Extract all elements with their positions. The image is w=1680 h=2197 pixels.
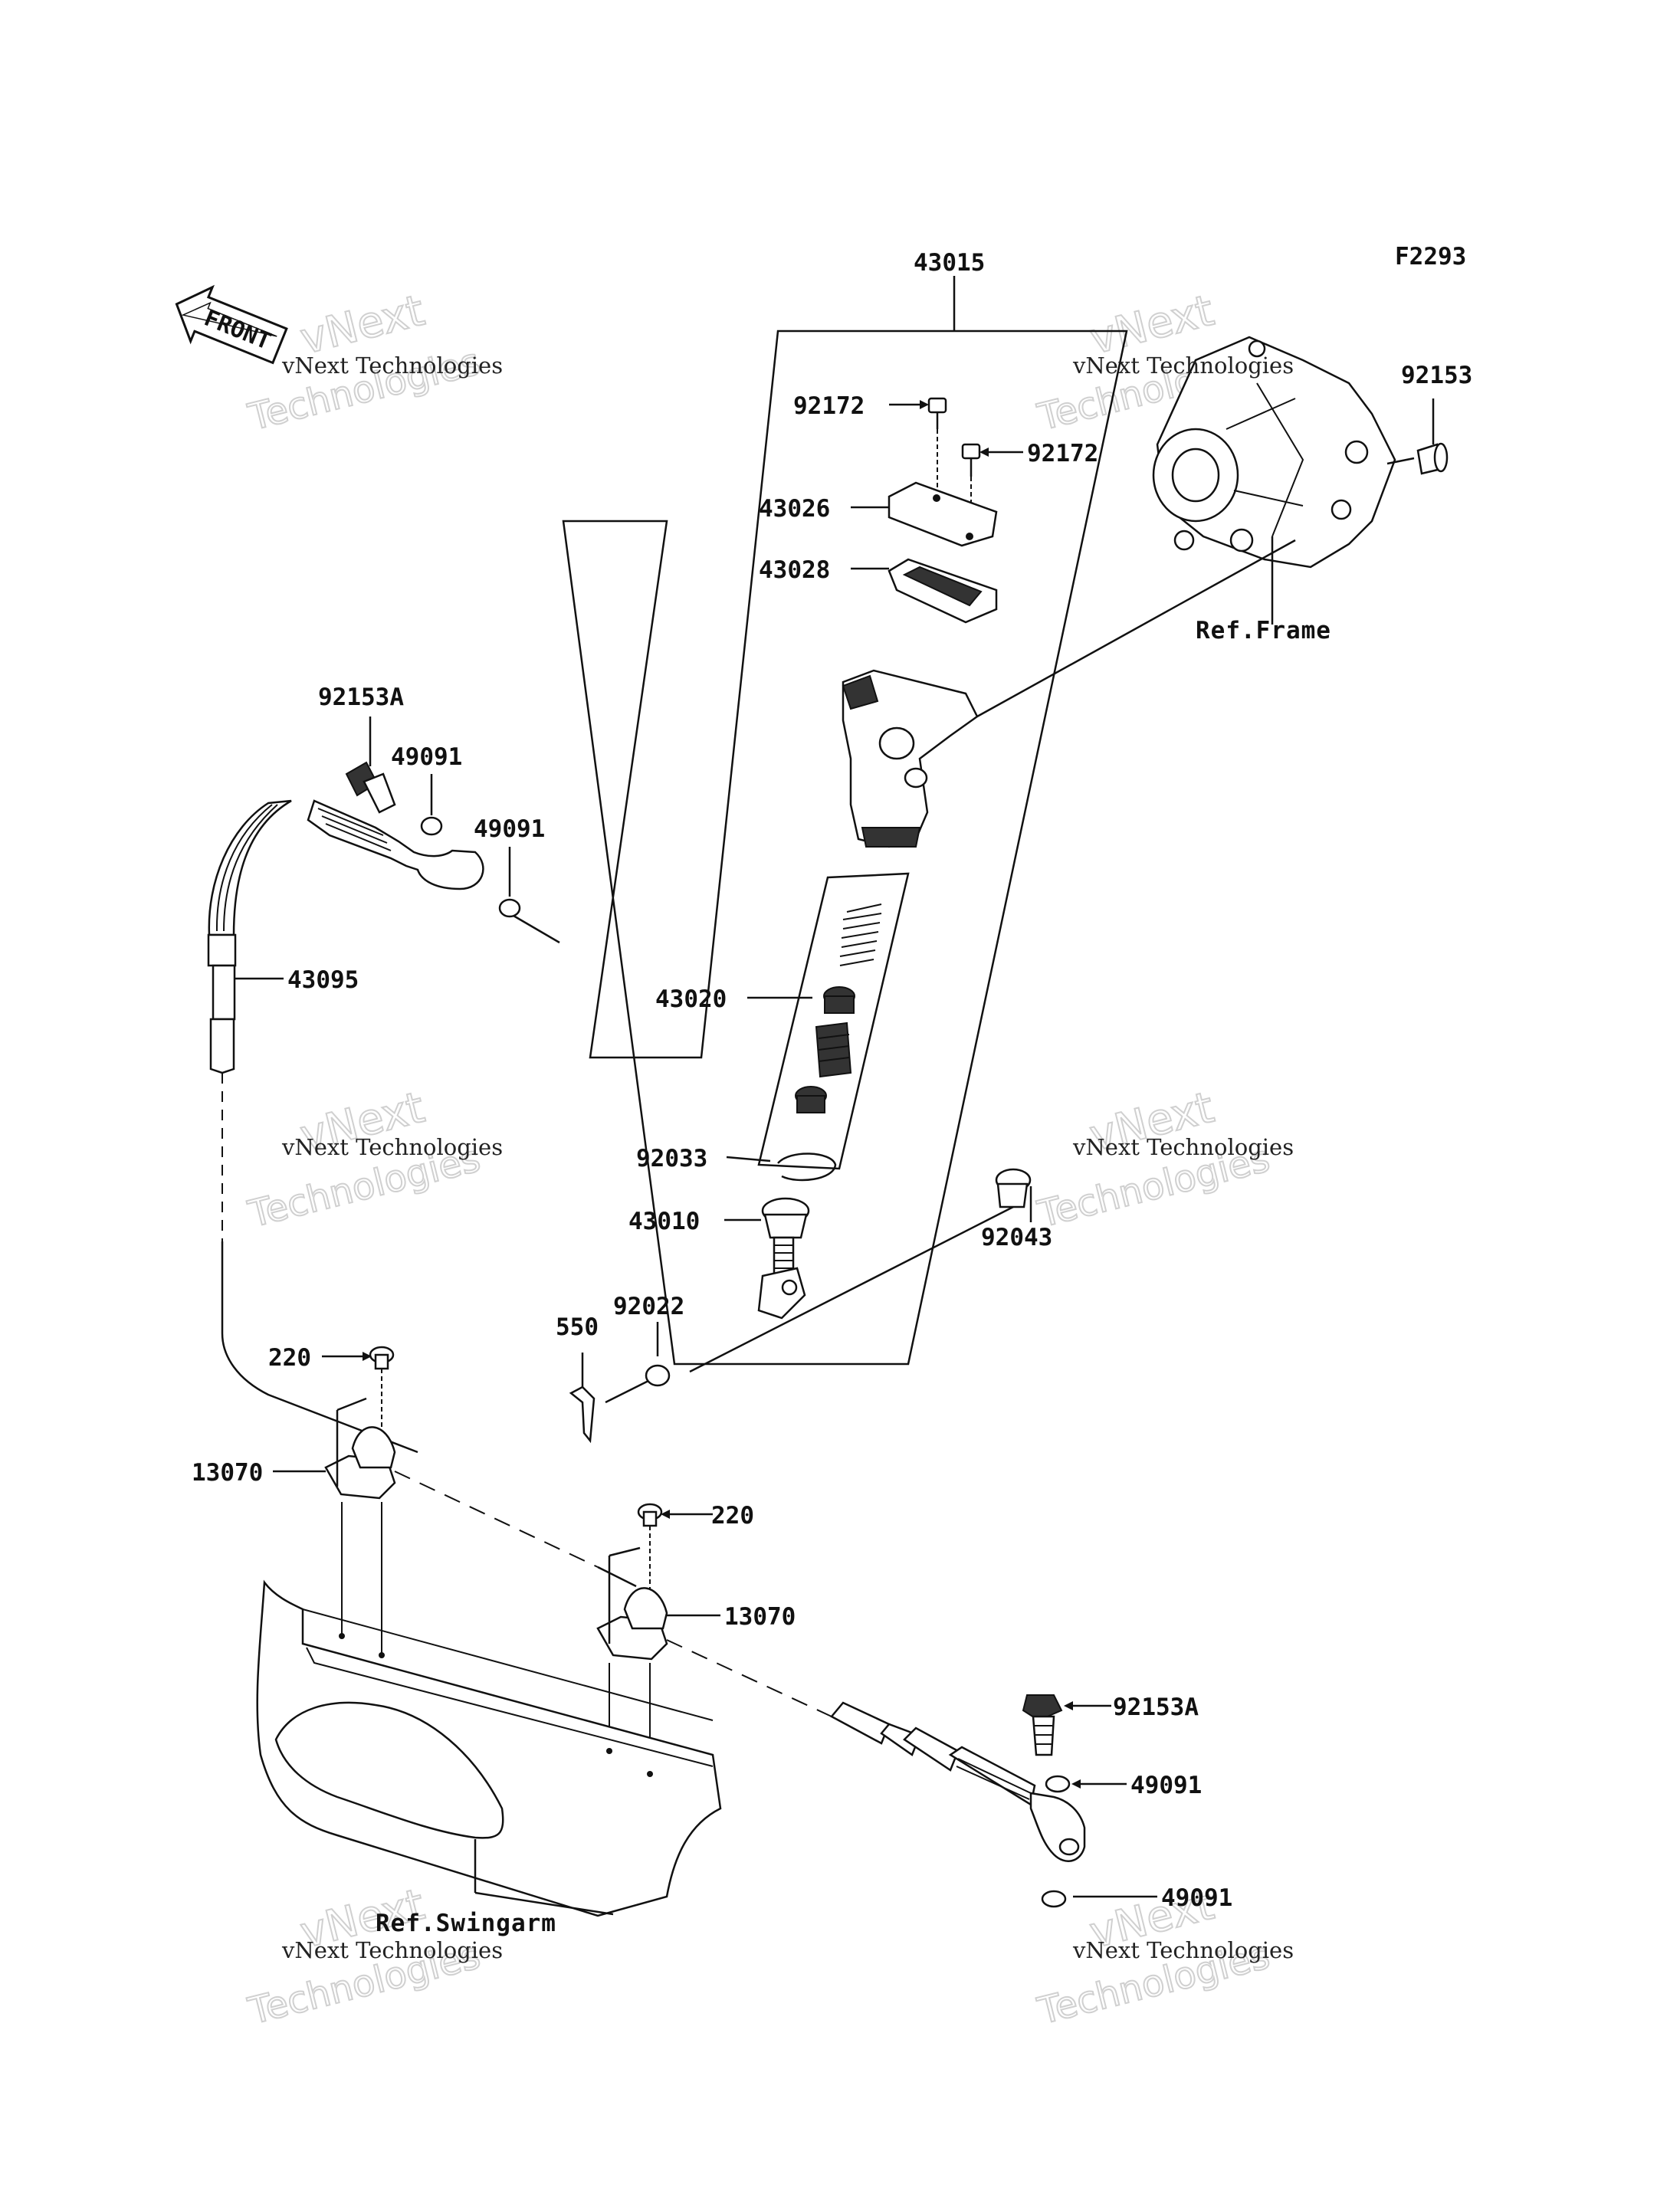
- label-49091-c: 49091: [1130, 1772, 1202, 1799]
- assembly-bracket-43015: [562, 276, 1128, 1366]
- master-cylinder-body: [842, 539, 1296, 848]
- watermark-company: vNext Technologies: [1072, 353, 1294, 379]
- label-43026: 43026: [759, 495, 830, 523]
- label-92172-a: 92172: [793, 392, 865, 420]
- watermark-company: vNext Technologies: [281, 1937, 503, 1963]
- label-43010: 43010: [628, 1208, 700, 1235]
- figure-code: F2293: [1395, 243, 1466, 271]
- label-92153A-bottom: 92153A: [1113, 1694, 1199, 1721]
- bolt-220-b: 220: [637, 1502, 754, 1602]
- washer-49091-c: 49091: [1045, 1772, 1202, 1799]
- label-13070-b: 13070: [724, 1603, 796, 1631]
- label-43015: 43015: [914, 249, 985, 277]
- bolt-220-a: 220: [268, 1344, 395, 1441]
- label-92153A-top: 92153A: [318, 684, 404, 711]
- label-13070-a: 13070: [192, 1459, 263, 1487]
- banjo-bolt-92153A-bottom: 92153A: [1022, 1694, 1199, 1756]
- label-49091-d: 49091: [1161, 1884, 1232, 1912]
- bolt-92153: 92153: [1386, 362, 1472, 475]
- ref-swingarm-label: Ref.Swingarm: [376, 1910, 556, 1937]
- watermark-company: vNext Technologies: [281, 1134, 503, 1160]
- washer-49091-d: 49091: [1041, 1884, 1232, 1912]
- label-92022: 92022: [613, 1293, 684, 1320]
- label-550: 550: [556, 1313, 599, 1341]
- frame-reference: Ref.Frame: [1152, 336, 1396, 644]
- watermark-company: vNext Technologies: [1072, 1937, 1294, 1963]
- hose-43095: 43095: [207, 799, 484, 1454]
- banjo-bolt-92153A-top: 92153A: [318, 684, 404, 814]
- screw-92172-b: 92172: [961, 440, 1098, 536]
- label-49091-b: 49091: [474, 815, 545, 843]
- label-220-b: 220: [711, 1502, 754, 1530]
- label-92033: 92033: [636, 1145, 707, 1172]
- label-43020: 43020: [655, 985, 727, 1013]
- hose-end-bottom: [830, 1701, 1086, 1862]
- washer-49091-a: 49091: [391, 743, 462, 836]
- label-49091-a: 49091: [391, 743, 462, 771]
- watermark-text-group: vNext Technologies vNext Technologies vN…: [281, 353, 1294, 1963]
- watermark-company: vNext Technologies: [281, 353, 503, 379]
- diaphragm-43028: 43028: [759, 556, 998, 624]
- swingarm-reference: Ref.Swingarm: [256, 1579, 722, 1937]
- cap-43026: 43026: [759, 481, 998, 547]
- label-43028: 43028: [759, 556, 830, 584]
- pin-92043: 92043: [689, 1168, 1052, 1373]
- front-arrow-icon: FRONT: [175, 284, 288, 365]
- screw-92172-a: 92172: [793, 392, 947, 498]
- clamp-13070-b: 13070: [596, 1546, 832, 1774]
- label-92043: 92043: [981, 1224, 1052, 1251]
- label-220-a: 220: [268, 1344, 311, 1372]
- label-92172-b: 92172: [1027, 440, 1098, 467]
- clamp-13070-a: 13070: [192, 1397, 599, 1655]
- push-rod-43010: 43010: [628, 1197, 810, 1320]
- label-92153: 92153: [1401, 362, 1472, 389]
- ref-frame-label: Ref.Frame: [1196, 617, 1331, 644]
- washer-92022: 92022: [613, 1293, 684, 1387]
- watermark-company: vNext Technologies: [1072, 1134, 1294, 1160]
- label-43095: 43095: [287, 966, 359, 994]
- circlip-92033: 92033: [636, 1145, 837, 1182]
- washer-49091-b: 49091: [474, 815, 560, 944]
- cotter-pin-550: 550: [556, 1313, 668, 1444]
- piston-kit-43020: 43020: [655, 872, 910, 1170]
